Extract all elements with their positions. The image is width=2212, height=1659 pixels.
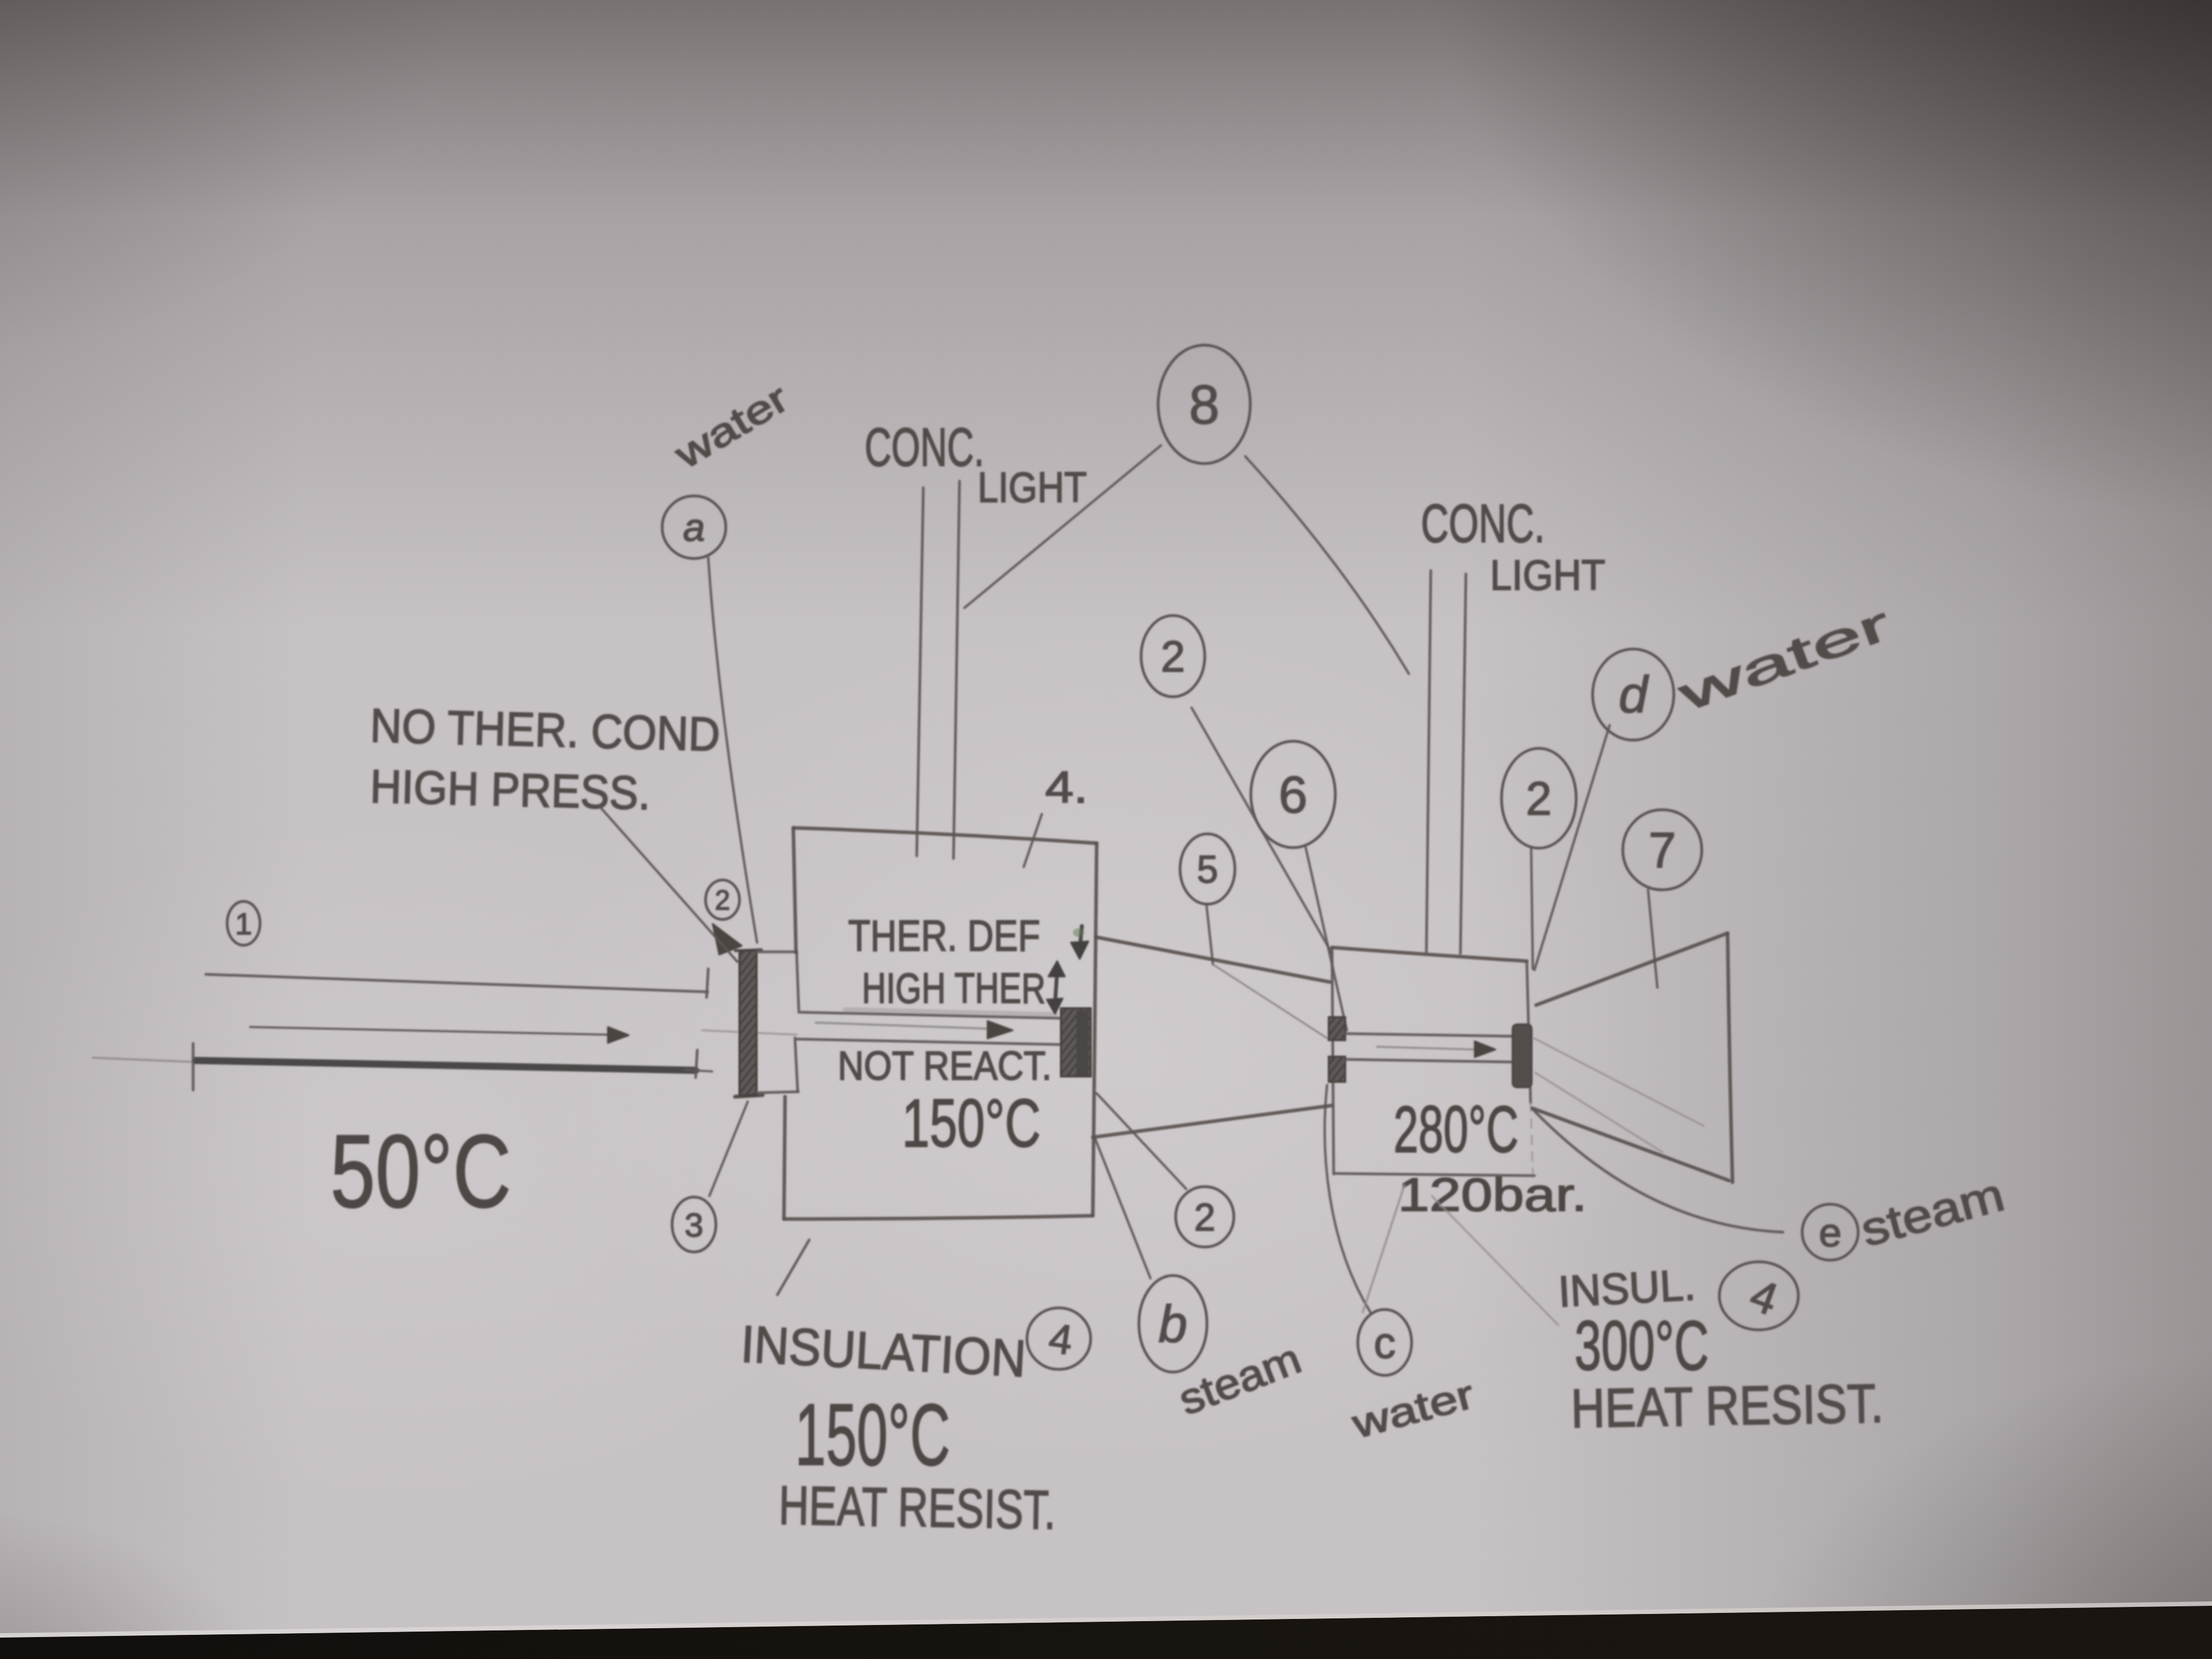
svg-text:steam: steam xyxy=(1855,1168,2010,1256)
svg-text:steam: steam xyxy=(1172,1334,1307,1424)
svg-text:150°C: 150°C xyxy=(902,1085,1041,1161)
svg-text:HEAT RESIST.: HEAT RESIST. xyxy=(1570,1372,1884,1439)
svg-text:4: 4 xyxy=(1744,1269,1785,1324)
svg-text:4.: 4. xyxy=(1045,762,1088,812)
svg-text:HIGH PRESS.: HIGH PRESS. xyxy=(370,760,651,819)
svg-text:50°C: 50°C xyxy=(330,1113,511,1229)
svg-text:c: c xyxy=(1374,1318,1396,1367)
svg-text:water: water xyxy=(1672,597,1897,721)
svg-text:2: 2 xyxy=(1194,1196,1216,1239)
svg-text:LIGHT: LIGHT xyxy=(1490,551,1605,599)
svg-text:280°C: 280°C xyxy=(1393,1092,1519,1166)
svg-text:2: 2 xyxy=(1526,772,1551,825)
svg-text:NOT REACT.: NOT REACT. xyxy=(838,1043,1052,1088)
svg-text:a: a xyxy=(683,505,705,549)
svg-text:THER. DEF: THER. DEF xyxy=(848,911,1040,960)
svg-text:300°C: 300°C xyxy=(1575,1306,1709,1385)
svg-text:5: 5 xyxy=(1197,848,1218,891)
svg-text:4: 4 xyxy=(1046,1314,1076,1363)
svg-text:CONC.: CONC. xyxy=(865,416,984,477)
svg-text:e: e xyxy=(1819,1209,1842,1255)
svg-text:LIGHT: LIGHT xyxy=(978,463,1087,511)
svg-text:INSULATION: INSULATION xyxy=(740,1314,1028,1387)
svg-text:8: 8 xyxy=(1189,374,1220,435)
svg-text:water: water xyxy=(667,375,795,477)
svg-text:HIGH THER: HIGH THER xyxy=(862,964,1046,1012)
svg-text:b: b xyxy=(1159,1295,1188,1353)
svg-text:HEAT RESIST.: HEAT RESIST. xyxy=(778,1474,1057,1541)
svg-text:150°C: 150°C xyxy=(795,1385,950,1483)
svg-text:7: 7 xyxy=(1649,823,1676,878)
svg-text:CONC.: CONC. xyxy=(1421,493,1545,554)
svg-text:d: d xyxy=(1619,665,1650,724)
svg-text:2: 2 xyxy=(715,885,730,916)
svg-text:2: 2 xyxy=(1161,632,1186,681)
svg-text:water: water xyxy=(1347,1370,1479,1447)
svg-text:120bar.: 120bar. xyxy=(1398,1168,1587,1221)
svg-text:NO THER. COND: NO THER. COND xyxy=(370,698,721,761)
svg-text:3: 3 xyxy=(685,1206,703,1244)
svg-text:6: 6 xyxy=(1279,765,1308,823)
svg-text:1: 1 xyxy=(235,906,252,941)
